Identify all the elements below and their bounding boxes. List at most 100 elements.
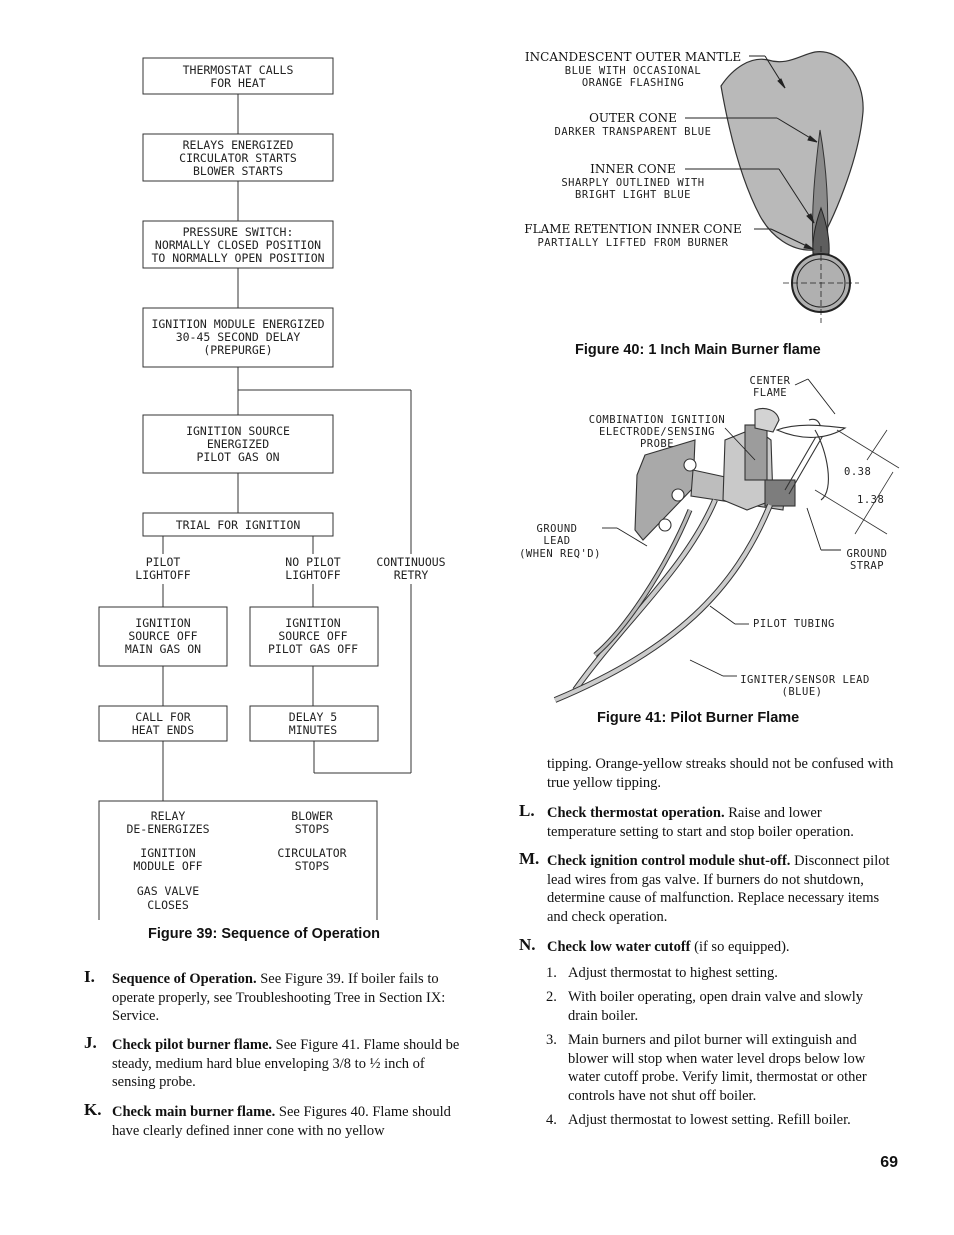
step-text: Main burners and pilot burner will extin…	[568, 1032, 867, 1104]
flow-text: SOURCE OFF	[128, 629, 197, 643]
label-text: BRIGHT LIGHT BLUE	[575, 189, 691, 201]
step-item: 4. Adjust thermostat to lowest setting. …	[546, 1111, 893, 1130]
item-l: L. Check thermostat operation. Raise and…	[519, 801, 892, 841]
item-text: See Figures 40. Flame should have clearl…	[112, 1104, 451, 1139]
flow-text: MINUTES	[289, 723, 338, 737]
item-m: M. Check ignition control module shut-of…	[519, 849, 892, 926]
label-center-flame: CENTER	[750, 375, 791, 387]
label-outer-mantle: INCANDESCENT OUTER MANTLE	[525, 50, 741, 64]
flow-text: THERMOSTAT CALLS	[183, 63, 294, 77]
label-text: PARTIALLY LIFTED FROM BURNER	[537, 237, 728, 249]
flow-text: CALL FOR	[135, 710, 190, 724]
label-dim-138: 1.38	[857, 494, 884, 506]
flow-text: STOPS	[295, 859, 330, 873]
step-number: 4.	[546, 1112, 557, 1128]
flow-text: FOR HEAT	[210, 76, 265, 90]
item-letter: N.	[519, 935, 536, 954]
flow-text: PILOT	[146, 555, 181, 569]
item-text: Disconnect pilot lead wires from gas val…	[547, 853, 890, 925]
flow-text: TRIAL FOR IGNITION	[176, 518, 301, 532]
label-outer-cone: OUTER CONE	[589, 111, 677, 125]
label-text: LEAD	[543, 535, 570, 547]
flow-text: PRESSURE SWITCH:	[183, 225, 294, 239]
label-igniter-lead: IGNITER/SENSOR LEAD	[740, 674, 870, 686]
item-text: See Figure 39. If boiler fails to operat…	[112, 971, 446, 1024]
item-heading: Check main burner flame.	[112, 1104, 276, 1120]
item-text: (if so equipped).	[690, 939, 790, 955]
flow-text: CIRCULATOR STARTS	[179, 151, 297, 165]
item-heading: Check pilot burner flame.	[112, 1037, 273, 1053]
item-letter: I.	[84, 967, 95, 986]
step-number: 3.	[546, 1032, 557, 1048]
item-j: J. Check pilot burner flame. See Figure …	[84, 1033, 467, 1092]
label-dim-038: 0.38	[844, 466, 871, 478]
item-heading: Check thermostat operation.	[547, 805, 725, 821]
item-n: N. Check low water cutoff (if so equippe…	[519, 935, 892, 957]
label-text: FLAME	[753, 387, 787, 399]
flow-box-pilot-gas-off	[249, 606, 379, 667]
flow-text: CLOSES	[147, 898, 189, 912]
flow-text: SOURCE OFF	[278, 629, 347, 643]
flow-text: LIGHTOFF	[135, 568, 190, 582]
label-text: ELECTRODE/SENSING	[599, 426, 715, 438]
outer-mantle-shape	[720, 51, 864, 251]
flow-text: IGNITION	[140, 846, 195, 860]
flow-text: NORMALLY CLOSED POSITION	[155, 238, 321, 252]
flow-text: IGNITION MODULE ENERGIZED	[151, 317, 324, 331]
label-ground-strap: GROUND	[847, 548, 888, 560]
flow-text: NO PILOT	[285, 555, 340, 569]
item-i: I. Sequence of Operation. See Figure 39.…	[84, 967, 467, 1026]
flow-text: DELAY 5	[289, 710, 337, 724]
label-text: (WHEN REQ'D)	[519, 548, 601, 560]
flow-text: RELAY	[151, 809, 186, 823]
flow-text: ENERGIZED	[207, 437, 269, 451]
flow-text: PILOT GAS OFF	[268, 642, 358, 656]
flow-text: 30-45 SECOND DELAY	[176, 330, 301, 344]
label-text: PROBE	[640, 438, 674, 450]
main-burner-flame-figure: INCANDESCENT OUTER MANTLE BLUE WITH OCCA…	[524, 50, 864, 323]
pilot-burner-figure: CENTER FLAME COMBINATION IGNITION ELECTR…	[519, 375, 900, 703]
flow-text: LIGHTOFF	[285, 568, 340, 582]
item-letter: M.	[519, 849, 540, 868]
flow-text: IGNITION	[285, 616, 340, 630]
flow-text: HEAT ENDS	[132, 723, 194, 737]
figure-40-caption: Figure 40: 1 Inch Main Burner flame	[575, 342, 821, 358]
flow-text: (PREPURGE)	[203, 343, 272, 357]
flow-text: CIRCULATOR	[277, 846, 346, 860]
label-text: ORANGE FLASHING	[582, 77, 684, 89]
label-text: (BLUE)	[782, 686, 823, 698]
flow-text: PILOT GAS ON	[196, 450, 279, 464]
label-pilot-tubing: PILOT TUBING	[753, 618, 835, 630]
item-letter: J.	[84, 1033, 97, 1052]
step-text: With boiler operating, open drain valve …	[568, 989, 863, 1024]
flow-text: RETRY	[394, 568, 429, 582]
label-text: STRAP	[850, 560, 884, 572]
item-k: K. Check main burner flame. See Figures …	[84, 1100, 457, 1140]
flow-text: RELAYS ENERGIZED	[183, 138, 294, 152]
item-letter: L.	[519, 801, 535, 820]
figure-39-caption: Figure 39: Sequence of Operation	[148, 926, 381, 942]
label-text: SHARPLY OUTLINED WITH	[561, 177, 704, 189]
sequence-flowchart: THERMOSTAT CALLS FOR HEAT RELAYS ENERGIZ…	[98, 57, 446, 920]
flow-text: BLOWER STARTS	[193, 164, 283, 178]
step-item: 1. Adjust thermostat to highest setting.	[546, 964, 893, 983]
step-text: Adjust thermostat to lowest setting. Ref…	[568, 1112, 851, 1128]
step-item: 3. Main burners and pilot burner will ex…	[546, 1031, 893, 1105]
flow-text: DE-ENERGIZES	[126, 822, 209, 836]
flow-box-final	[98, 800, 378, 920]
label-retention-cone: FLAME RETENTION INNER CONE	[524, 222, 741, 236]
flow-text: IGNITION SOURCE	[186, 424, 290, 438]
flow-text: MAIN GAS ON	[125, 642, 201, 656]
figure-41-caption: Figure 41: Pilot Burner Flame	[597, 710, 800, 726]
step-text: Adjust thermostat to highest setting.	[568, 965, 778, 981]
item-k-continued: tipping. Orange-yellow streaks should no…	[547, 756, 894, 791]
item-heading: Check ignition control module shut-off.	[547, 853, 791, 869]
flow-text: MODULE OFF	[133, 859, 202, 873]
step-item: 2. With boiler operating, open drain val…	[546, 988, 893, 1025]
flow-text: CONTINUOUS	[376, 555, 445, 569]
item-heading: Sequence of Operation.	[112, 971, 257, 987]
page-number: 69	[880, 1154, 898, 1171]
item-text: Raise and lower temperature setting to s…	[547, 805, 854, 840]
label-text: BLUE WITH OCCASIONAL	[565, 65, 701, 77]
item-heading: Check low water cutoff	[547, 939, 691, 955]
